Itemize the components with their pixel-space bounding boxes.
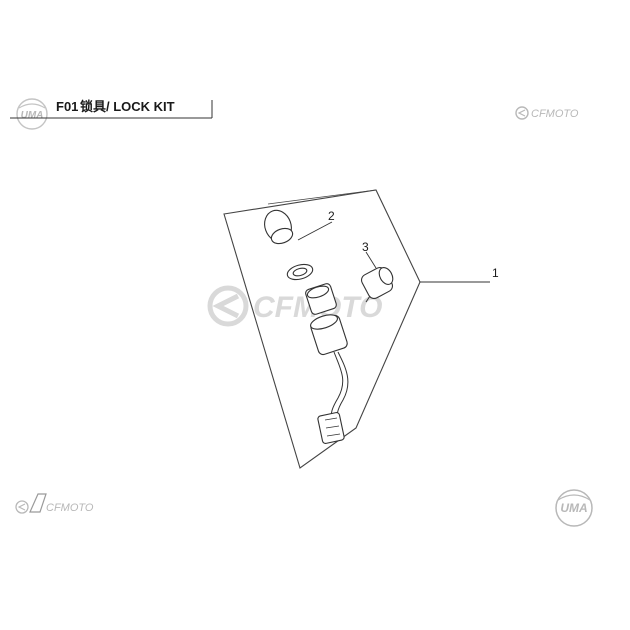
callout-2: 2: [297, 209, 335, 241]
callout-1: 1: [420, 266, 499, 283]
svg-text:CFMOTO: CFMOTO: [531, 108, 579, 120]
svg-text:2: 2: [328, 209, 335, 223]
svg-text:UMA: UMA: [21, 110, 44, 121]
header-left-uma-logo: UMA: [16, 98, 48, 130]
header-right-cfmoto-logo: CFMOTO: [515, 106, 579, 120]
svg-text:CFMOTO: CFMOTO: [46, 502, 94, 514]
footer-left-cfmoto-logo: CFMOTO: [15, 493, 94, 514]
page-title: 锁具/ LOCK KIT: [80, 99, 175, 114]
title-bar: F01 锁具/ LOCK KIT: [10, 99, 213, 119]
callout-3: 3: [362, 240, 377, 269]
svg-text:1: 1: [492, 266, 499, 280]
section-code: F01: [56, 99, 78, 114]
svg-text:3: 3: [362, 240, 369, 254]
svg-text:UMA: UMA: [560, 501, 587, 515]
kit-outline-frame: [223, 189, 421, 469]
cfmoto-watermark: CFMOTO: [207, 285, 382, 327]
footer-right-uma-logo: UMA: [555, 489, 593, 527]
part-3-lock-cylinder: [360, 266, 394, 303]
part-2-ignition-switch: [264, 209, 349, 444]
